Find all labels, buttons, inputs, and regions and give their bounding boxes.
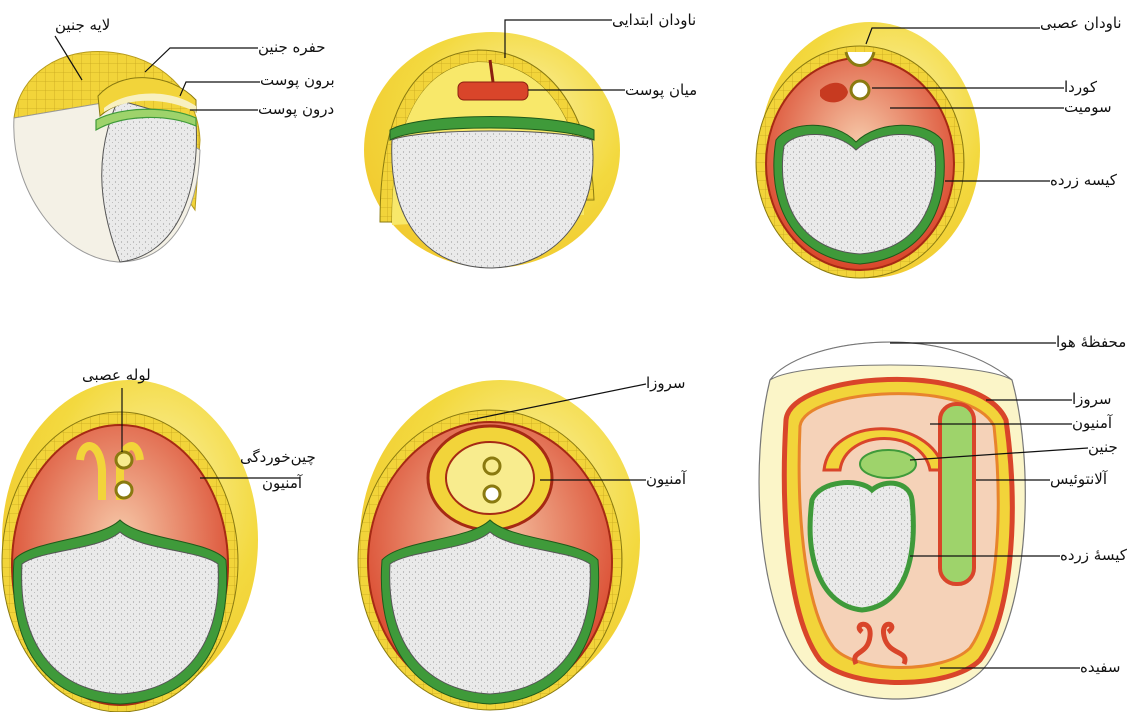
label-air-cell: محفظهٔ هوا [1056,333,1126,351]
label-allantois: آلانتوئیس [1050,470,1108,488]
label-amnion-2: آمنیون [646,470,687,488]
stage-6-embryo [759,342,1025,699]
label-yolk-sac-2: کیسهٔ زرده [1060,546,1128,564]
label-serosa-2: سروزا [1072,390,1112,408]
allantois-sac [940,404,974,584]
stage-2-embryo [364,32,620,268]
leader-embryonic-cavity [145,48,258,72]
notochord [484,486,500,502]
label-embryonic-cavity: حفره جنین [258,38,326,56]
notochord [116,482,132,498]
yolk-cut-face [102,100,197,262]
label-albumen: سفیده [1080,658,1120,676]
neural-tube [484,458,500,474]
label-endoderm: درون پوست [258,100,334,119]
mesoderm-band [458,82,528,100]
label-amnion-1: آمنیون [262,474,303,492]
label-mesoderm: میان پوست [625,81,697,100]
embryo-body [860,450,916,478]
notochord [851,81,869,99]
label-embryonic-layer: لایه جنین [55,16,110,34]
label-somite: سومیت [1064,98,1112,116]
neural-tube [116,452,132,468]
label-ectoderm: برون پوست [260,71,335,90]
stage-5-embryo [358,380,640,710]
leader-ectoderm [180,82,260,96]
yolk-sac [810,483,913,610]
stage-4-embryo [2,380,258,712]
label-folding: چین‌خوردگی [240,448,316,466]
label-notochord: کوردا [1064,78,1098,96]
label-yolk-sac-1: کیسه زرده [1050,171,1118,189]
label-neural-tube: لوله عصبی [82,366,151,384]
label-primitive-streak: ناودان ابتدایی [612,11,696,29]
label-amnion-3: آمنیون [1072,414,1113,432]
label-neural-groove: ناودان عصبی [1040,14,1122,32]
stage-1-embryo [14,52,200,262]
label-serosa-1: سروزا [646,374,686,392]
label-embryo: جنین [1088,438,1118,456]
stage-3-embryo [756,22,980,278]
